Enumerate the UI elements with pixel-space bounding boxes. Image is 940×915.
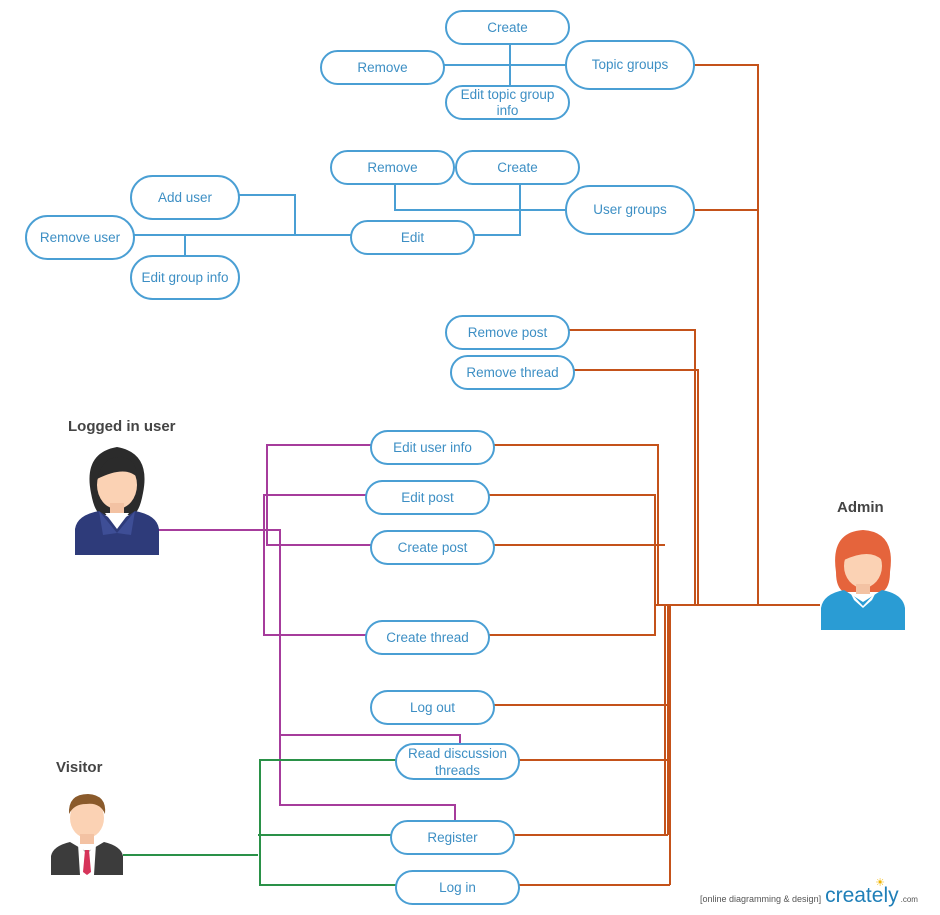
use-case-edit-post[interactable]: Edit post [365, 480, 490, 515]
use-case-edit-group[interactable]: Edit [350, 220, 475, 255]
sun-icon: ☀ [875, 877, 885, 889]
footer-tagline: [online diagramming & design] [700, 894, 822, 904]
use-case-user-groups[interactable]: User groups [565, 185, 695, 235]
actor-label-visitor: Visitor [56, 759, 103, 776]
user-connectors [158, 444, 461, 822]
use-case-log-out[interactable]: Log out [370, 690, 495, 725]
actor-label-logged-in-user: Logged in user [68, 418, 176, 435]
actor-label-admin: Admin [837, 499, 884, 516]
use-case-log-in[interactable]: Log in [395, 870, 520, 905]
use-case-topic-groups[interactable]: Topic groups [565, 40, 695, 90]
use-case-edit-user-info[interactable]: Edit user info [370, 430, 495, 465]
use-case-register[interactable]: Register [390, 820, 515, 855]
use-case-remove-group[interactable]: Remove [330, 150, 455, 185]
use-case-create-post[interactable]: Create post [370, 530, 495, 565]
visitor-connectors [123, 759, 397, 886]
use-case-remove-thread[interactable]: Remove thread [450, 355, 575, 390]
use-case-create-thread[interactable]: Create thread [365, 620, 490, 655]
footer-domain: .com [900, 895, 918, 904]
creately-logo: creately ☀ [825, 877, 899, 908]
use-case-create-topic[interactable]: Create [445, 10, 570, 45]
use-case-remove-post[interactable]: Remove post [445, 315, 570, 350]
group-connectors [133, 44, 568, 257]
use-case-edit-group-info[interactable]: Edit group info [130, 255, 240, 300]
use-case-read-discussion-threads[interactable]: Read discussion threads [395, 743, 520, 780]
use-case-create-group[interactable]: Create [455, 150, 580, 185]
admin-avatar-icon [821, 530, 905, 630]
footer-brand: creately [825, 884, 899, 907]
use-case-remove-topic[interactable]: Remove [320, 50, 445, 85]
use-case-remove-user[interactable]: Remove user [25, 215, 135, 260]
visitor-avatar-icon [51, 794, 123, 875]
logged-in-user-avatar-icon [75, 447, 159, 555]
use-case-add-user[interactable]: Add user [130, 175, 240, 220]
creately-footer: [online diagramming & design] creately ☀… [700, 877, 918, 908]
use-case-edit-topic-group-info[interactable]: Edit topic group info [445, 85, 570, 120]
admin-connectors [488, 64, 820, 886]
